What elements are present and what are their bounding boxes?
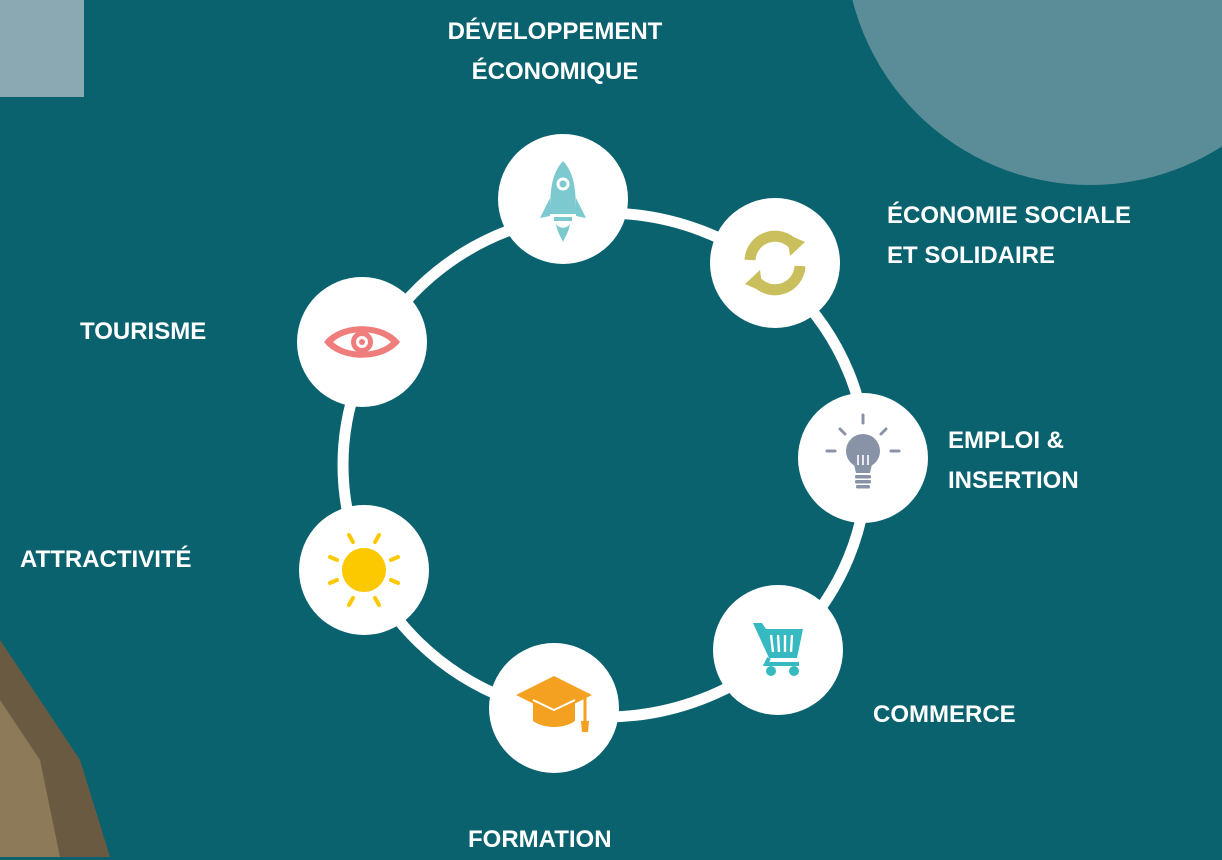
rocket-icon (540, 161, 586, 242)
label-line: ET SOLIDAIRE (887, 242, 1056, 269)
refresh-arrows-icon (744, 230, 806, 296)
label-attractivite: ATTRACTIVITÉ (20, 540, 192, 580)
label-line: FORMATION (468, 826, 612, 853)
label-developpement-economique: DÉVELOPPEMENT ÉCONOMIQUE (415, 12, 695, 92)
label-tourisme: TOURISME (80, 312, 206, 352)
node-developpement-economique (498, 134, 628, 264)
label-emploi-insertion: EMPLOI & INSERTION (948, 421, 1079, 501)
node-attractivite (299, 505, 429, 635)
node-tourisme (297, 277, 427, 407)
label-line: DÉVELOPPEMENT (447, 18, 663, 45)
node-emploi-insertion (798, 393, 928, 523)
node-commerce (713, 585, 843, 715)
decor-circle (852, 0, 1222, 185)
graduation-cap-icon (516, 676, 592, 732)
lightbulb-icon (825, 413, 901, 489)
label-line: ATTRACTIVITÉ (20, 546, 192, 573)
decor-photo-detail (0, 700, 60, 857)
label-line: ÉCONOMIQUE (471, 58, 639, 85)
label-line: EMPLOI & (948, 427, 1065, 454)
decor-square (0, 0, 84, 97)
sun-icon (328, 533, 400, 607)
label-formation: FORMATION (468, 820, 612, 860)
label-line: TOURISME (80, 318, 207, 345)
label-line: COMMERCE (873, 701, 1016, 728)
node-formation (489, 643, 619, 773)
shopping-cart-icon (753, 623, 803, 676)
label-line: INSERTION (948, 467, 1079, 494)
label-line: ÉCONOMIE SOCIALE (887, 202, 1132, 229)
node-economie-sociale-solidaire (710, 198, 840, 328)
eye-icon (324, 326, 400, 358)
label-commerce: COMMERCE (873, 695, 1016, 735)
label-economie-sociale-solidaire: ÉCONOMIE SOCIALE ET SOLIDAIRE (887, 196, 1131, 276)
